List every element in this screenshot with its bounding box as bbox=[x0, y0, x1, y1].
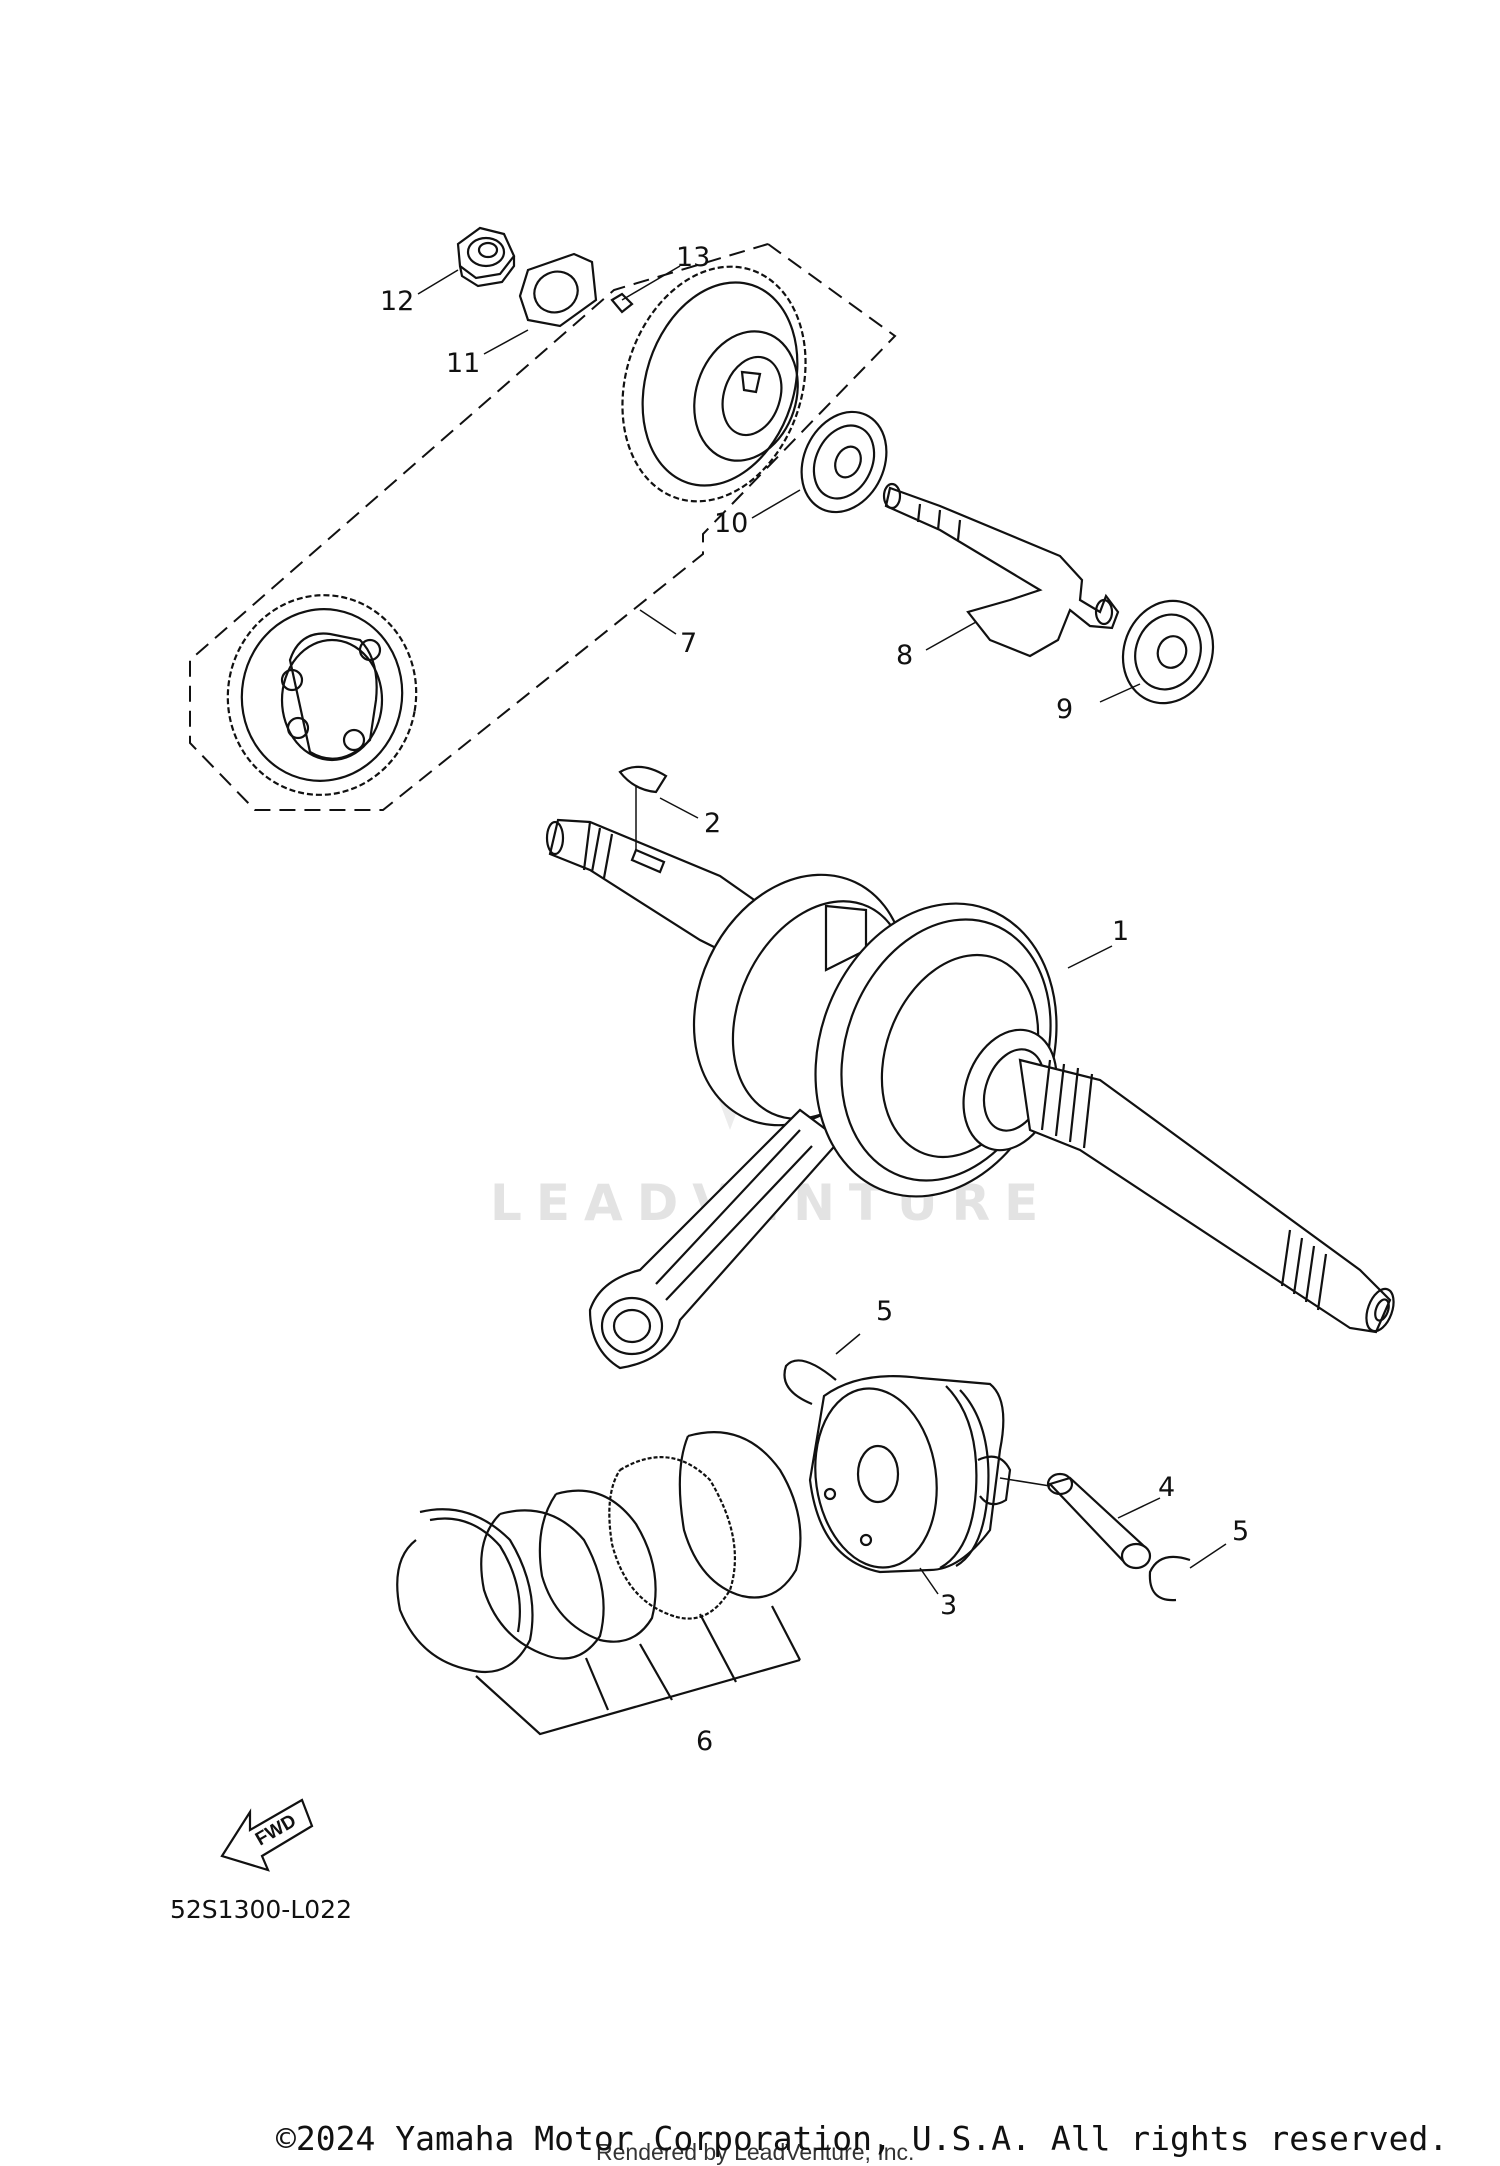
callout-6[interactable]: 6 bbox=[696, 1726, 713, 1757]
part-11-washer[interactable] bbox=[518, 252, 598, 328]
part-1-crankshaft[interactable] bbox=[545, 818, 1399, 1370]
callout-8[interactable]: 8 bbox=[896, 640, 913, 671]
part-3-piston[interactable] bbox=[804, 1375, 1012, 1575]
callout-7[interactable]: 7 bbox=[680, 628, 697, 659]
callout-9[interactable]: 9 bbox=[1056, 694, 1073, 725]
callout-numbers: 1 2 3 4 5 5 6 7 8 9 10 11 12 13 bbox=[380, 242, 1249, 1757]
rendered-by: Rendered by LeadVenture, Inc. bbox=[596, 2139, 914, 2165]
part-13-key[interactable] bbox=[610, 292, 634, 314]
diagram-code: 52S1300-L022 bbox=[170, 1895, 352, 1924]
leader-lines bbox=[417, 265, 1227, 1595]
part-12-nut[interactable] bbox=[456, 226, 516, 288]
callout-13[interactable]: 13 bbox=[676, 242, 710, 273]
callout-3[interactable]: 3 bbox=[940, 1590, 957, 1621]
callout-1[interactable]: 1 bbox=[1112, 916, 1129, 947]
fwd-arrow-icon: FWD bbox=[220, 1798, 314, 1872]
copyright: ©2024 Yamaha Motor Corporation, U.S.A. A… bbox=[276, 2119, 1448, 2158]
part-6-piston-rings[interactable] bbox=[396, 1431, 802, 1736]
part-8-balancer-shaft[interactable] bbox=[882, 482, 1120, 658]
starter-clutch-gear[interactable] bbox=[212, 580, 432, 810]
callout-4[interactable]: 4 bbox=[1158, 1472, 1175, 1503]
callout-12[interactable]: 12 bbox=[380, 286, 414, 317]
part-10-bearing[interactable] bbox=[786, 398, 902, 526]
part-5-circlip-lower[interactable] bbox=[1148, 1555, 1191, 1602]
callout-10[interactable]: 10 bbox=[714, 508, 748, 539]
part-9-bearing[interactable] bbox=[1109, 588, 1227, 716]
callout-5-lower[interactable]: 5 bbox=[1232, 1516, 1249, 1547]
assembly-7-outline bbox=[189, 243, 897, 811]
part-4-piston-pin[interactable] bbox=[999, 1472, 1152, 1570]
callout-2[interactable]: 2 bbox=[704, 808, 721, 839]
upper-gear[interactable] bbox=[593, 243, 835, 526]
part-5-circlip-upper[interactable] bbox=[783, 1359, 837, 1406]
part-2-woodruff-key[interactable] bbox=[618, 765, 668, 794]
callout-11[interactable]: 11 bbox=[446, 348, 480, 379]
callout-5-upper[interactable]: 5 bbox=[876, 1296, 893, 1327]
